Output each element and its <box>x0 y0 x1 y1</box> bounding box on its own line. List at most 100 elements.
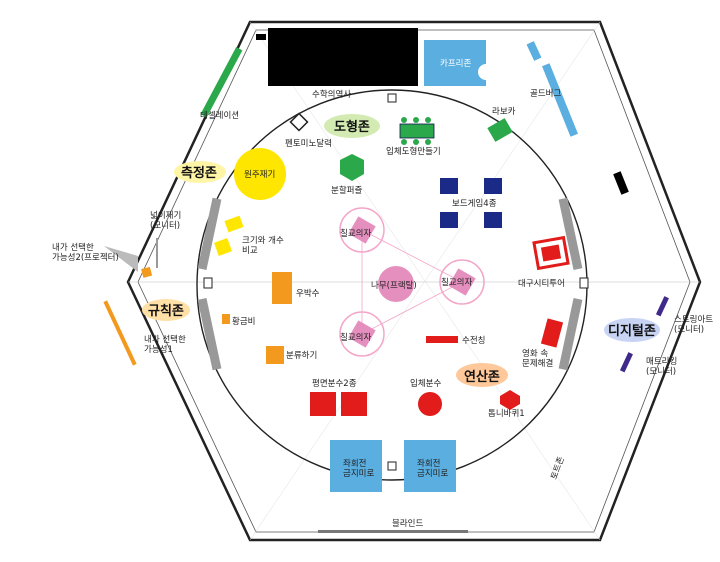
split-puzzle-label: 분할퍼즐 <box>331 185 362 196</box>
fraction-label: 평면분수2종 <box>312 378 357 389</box>
right-panel <box>558 197 583 271</box>
number-line-label: 수전칭 <box>462 335 485 346</box>
ninth-chair-label-2: 칠교의자 <box>441 277 472 288</box>
matrix-label: 매트리킹(모니터) <box>646 356 677 377</box>
rule-zone-glow <box>142 299 190 321</box>
board-game-table <box>484 178 502 194</box>
pentomino-label: 펜토미노달력 <box>285 138 332 149</box>
left-panel-2 <box>197 297 222 371</box>
pi-label: 원주재기 <box>244 170 275 180</box>
ninth-chair-label: 칠교의자 <box>340 228 371 239</box>
board-game-table <box>440 178 458 194</box>
corner-block <box>256 34 266 40</box>
chair <box>401 139 407 145</box>
digital-zone-title: 디지털존 <box>608 323 656 339</box>
string-art-monitor <box>655 296 669 317</box>
film-board <box>540 318 564 348</box>
chair <box>425 117 431 123</box>
labo-label: 라보카 <box>492 107 516 117</box>
sort-label: 분류하기 <box>286 350 317 361</box>
city-tour-screen-inner <box>540 244 562 262</box>
lever-table <box>272 272 292 304</box>
ninth-chair <box>348 320 376 348</box>
tessellation-label: 테셀레이션 <box>200 110 239 121</box>
split-puzzle <box>340 154 364 181</box>
board-game-label: 보드게임4종 <box>452 198 497 209</box>
city-tour-label: 대구시티투어 <box>518 278 565 289</box>
wall-block <box>613 171 629 195</box>
size-compare-box <box>224 215 244 233</box>
monitor-stand <box>156 238 158 268</box>
guide-line <box>249 21 601 541</box>
measure-zone-title: 측정존 <box>181 165 217 181</box>
matrix-monitor <box>619 352 633 373</box>
pillar <box>203 277 213 289</box>
maze-2 <box>404 440 456 492</box>
board-game-table <box>484 212 502 228</box>
hanoi-table <box>500 390 520 410</box>
ninth-chair <box>348 216 376 244</box>
board-game-table <box>440 212 458 228</box>
cafe-label: 카프리존 <box>440 59 471 69</box>
estimate-label: 넓이재기(모니터) <box>150 210 181 231</box>
math-history-wall <box>268 28 418 86</box>
chair-ring <box>339 311 385 357</box>
fraction-table <box>310 392 336 416</box>
projector-beam <box>104 246 138 272</box>
tree-circle <box>378 266 414 302</box>
pillar <box>387 461 397 471</box>
golden-label: 황금비 <box>232 316 255 327</box>
blind-label: 블라인드 <box>392 518 423 529</box>
lever-label: 우박수 <box>296 288 320 299</box>
goldberg-label: 골드버그 <box>530 88 561 99</box>
pi-circle <box>234 148 286 200</box>
goldberg-strip-2 <box>542 63 578 137</box>
string-art-label: 스트링아트(모니터) <box>674 314 713 335</box>
solid-fraction-table <box>418 392 442 416</box>
golden-marker <box>222 314 230 324</box>
polyhedron-table <box>399 123 435 139</box>
chair <box>401 117 407 123</box>
shape-zone-glow <box>324 114 380 138</box>
number-line-bar <box>426 336 458 343</box>
tree-label: 나무(프랙탈) <box>371 280 417 291</box>
goldberg-strip <box>526 41 542 61</box>
pentomino-table <box>289 112 309 132</box>
ninth-chair <box>448 268 476 296</box>
labo-table <box>487 118 513 142</box>
chair-ring <box>339 207 385 253</box>
math-history-label: 수학의역사 <box>312 89 351 100</box>
chair <box>413 117 419 123</box>
calc-zone-glow <box>456 363 508 387</box>
tessellation-strip <box>200 47 243 118</box>
center-triangle <box>361 229 463 335</box>
right-panel-2 <box>558 297 583 371</box>
projector-marker <box>141 266 153 278</box>
fraction-table-2 <box>341 392 367 416</box>
left-panel <box>197 197 222 271</box>
pillar <box>387 93 397 103</box>
sort-table <box>266 346 284 364</box>
ninth-chair-label-3: 칠교의자 <box>340 332 371 343</box>
cafe-area <box>424 40 486 86</box>
calc-zone-title: 연산존 <box>464 369 500 385</box>
shape-zone-title: 도형존 <box>334 119 370 135</box>
chair-ring <box>439 259 485 305</box>
measure-zone-glow <box>174 161 226 183</box>
digital-zone-glow <box>604 318 660 342</box>
solid-fraction-label: 입체분수 <box>410 378 441 389</box>
size-compare-box-2 <box>214 238 232 256</box>
chair <box>413 139 419 145</box>
maze-1 <box>330 440 382 492</box>
chair <box>425 139 431 145</box>
rule-zone-title: 규칙존 <box>148 303 184 319</box>
blind-bar <box>318 530 468 533</box>
hanoi-label: 톱니바퀴1 <box>488 408 525 419</box>
